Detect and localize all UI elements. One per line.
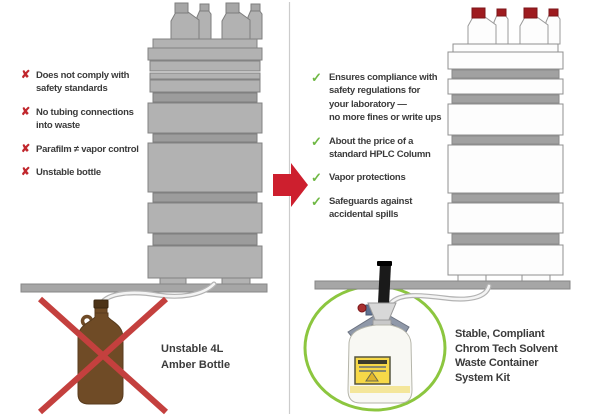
right-bench (314, 280, 571, 290)
check-icon: ✓ (311, 70, 322, 85)
pump-handle (378, 263, 391, 305)
stacked-container-gray (147, 38, 263, 285)
left-waste-tube (98, 281, 217, 307)
check-icon: ✓ (311, 133, 322, 149)
pass-checklist: ✓ Ensures compliance with safety regulat… (311, 70, 442, 232)
pass-item-label: Safeguards against accidental spills (329, 195, 413, 221)
pass-item: ✓ About the price of a standard HPLC Col… (311, 133, 441, 162)
right-waste-tube (388, 283, 492, 306)
stacked-container-white (447, 43, 564, 282)
safety-can-illustration (347, 261, 413, 404)
right-waste-stack-illustration (447, 7, 564, 282)
pass-item-label: About the price of a standard HPLC Colum… (329, 135, 431, 161)
fail-checklist: ✘ Does not comply with safety standards … (21, 69, 139, 189)
can-warning-label (354, 356, 391, 385)
pass-item: ✓ Vapor protections (311, 170, 441, 186)
transition-arrow (273, 163, 308, 207)
check-icon: ✓ (311, 170, 322, 186)
fail-item-label: No tubing connections into waste (36, 106, 134, 132)
pass-item: ✓ Safeguards against accidental spills (311, 193, 441, 222)
left-waste-stack-illustration (147, 2, 263, 285)
pump-handle-cap (377, 261, 392, 266)
red-cross-out (37, 296, 169, 415)
amber-bottle-caption: Unstable 4L Amber Bottle (161, 343, 231, 371)
solvent-bottles-red-caps (467, 7, 561, 45)
can-yellow-band (350, 386, 410, 393)
red-valve-knob (357, 303, 367, 313)
fail-item: ✘ No tubing connections into waste (21, 106, 139, 133)
pass-item-label: Ensures compliance with safety regulatio… (329, 72, 442, 124)
solvent-bottles-gray (170, 2, 263, 40)
cross-icon: ✘ (21, 105, 31, 118)
fail-item-label: Does not comply with safety standards (36, 70, 130, 95)
pass-item: ✓ Ensures compliance with safety regulat… (311, 70, 442, 125)
fail-item-label: Parafilm ≠ vapor control (36, 143, 139, 155)
check-icon: ✓ (311, 193, 322, 209)
cross-icon: ✘ (21, 69, 31, 81)
fail-item: ✘ Does not comply with safety standards (21, 69, 139, 96)
bottle-cap (93, 299, 109, 309)
safety-can-caption: Stable, Compliant Chrom Tech Solvent Was… (455, 328, 558, 384)
fail-item: ✘ Parafilm ≠ vapor control (21, 143, 139, 156)
pass-item-label: Vapor protections (329, 172, 406, 184)
fail-item-label: Unstable bottle (36, 167, 101, 179)
cross-icon: ✘ (21, 166, 31, 179)
fail-item: ✘ Unstable bottle (21, 166, 139, 179)
cross-icon: ✘ (21, 142, 31, 155)
